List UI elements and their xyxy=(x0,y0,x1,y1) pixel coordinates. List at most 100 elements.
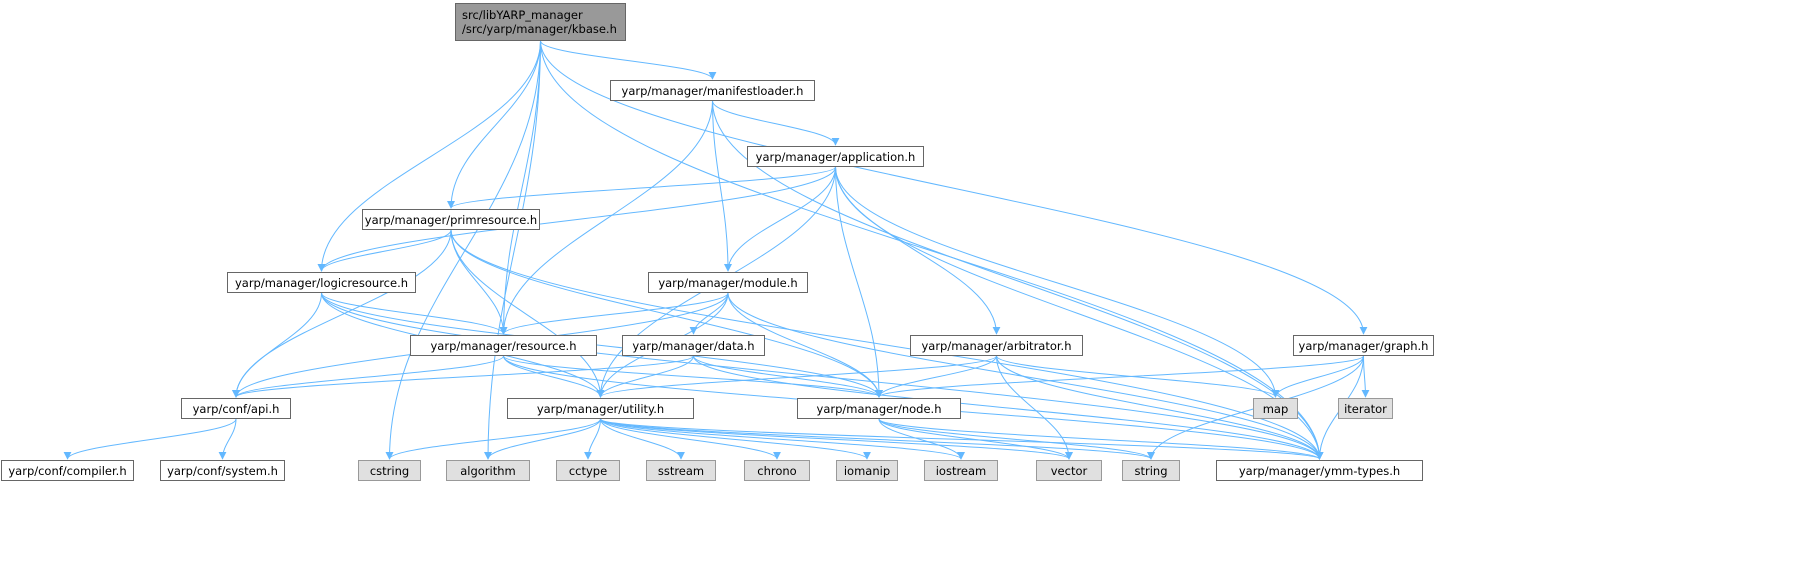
node-label: yarp/conf/compiler.h xyxy=(8,463,127,478)
graph-node-system[interactable]: yarp/conf/system.h xyxy=(160,460,285,481)
edge-data-to-node xyxy=(693,355,883,398)
edge-data-to-api xyxy=(232,355,694,398)
node-label: cstring xyxy=(369,463,410,478)
node-label: yarp/manager/logicresource.h xyxy=(234,275,409,290)
graph-node-graph[interactable]: yarp/manager/graph.h xyxy=(1293,335,1434,356)
graph-node-module[interactable]: yarp/manager/module.h xyxy=(648,272,808,293)
edge-graph-to-node xyxy=(875,355,1364,398)
edge-utility-to-sstream xyxy=(600,418,685,460)
edge-resource-to-api xyxy=(232,355,504,398)
edge-logicresource-to-ymm xyxy=(321,292,1324,460)
node-label: yarp/manager/arbitrator.h xyxy=(921,338,1072,353)
edge-module-to-node xyxy=(727,292,883,398)
edge-application-to-module xyxy=(724,166,836,272)
edge-arbitrator-to-utility xyxy=(596,355,997,398)
graph-node-vector[interactable]: vector xyxy=(1036,460,1102,481)
graph-node-ymm[interactable]: yarp/manager/ymm-types.h xyxy=(1216,460,1423,481)
graph-node-manifestloader[interactable]: yarp/manager/manifestloader.h xyxy=(610,80,815,101)
edge-arbitrator-to-ymm xyxy=(996,355,1324,460)
edge-node-to-ymm xyxy=(878,418,1324,460)
edge-primresource-to-logicresource xyxy=(317,229,452,272)
edge-utility-to-cctype xyxy=(584,418,601,460)
node-label: yarp/manager/manifestloader.h xyxy=(621,83,804,98)
edge-kbase-to-ymm xyxy=(540,40,1324,460)
edge-primresource-to-utility xyxy=(450,229,605,398)
edge-logicresource-to-resource xyxy=(321,292,508,335)
graph-node-utility[interactable]: yarp/manager/utility.h xyxy=(507,398,694,419)
edge-utility-to-ymm xyxy=(600,418,1324,460)
edge-api-to-system xyxy=(218,418,237,460)
edge-utility-to-string xyxy=(600,418,1155,460)
graph-node-chrono[interactable]: chrono xyxy=(744,460,810,481)
edge-logicresource-to-api xyxy=(232,292,322,398)
edge-kbase-to-algorithm xyxy=(484,40,541,460)
graph-node-application[interactable]: yarp/manager/application.h xyxy=(747,146,924,167)
edge-utility-to-vector xyxy=(600,418,1073,460)
graph-node-resource[interactable]: yarp/manager/resource.h xyxy=(410,335,597,356)
edge-kbase-to-resource xyxy=(499,40,541,335)
node-label: cctype xyxy=(568,463,608,478)
node-label: iomanip xyxy=(843,463,891,478)
node-label: algorithm xyxy=(460,463,516,478)
node-label: yarp/manager/ymm-types.h xyxy=(1238,463,1401,478)
edge-kbase-to-logicresource xyxy=(317,40,541,272)
graph-node-string[interactable]: string xyxy=(1122,460,1180,481)
graph-node-node[interactable]: yarp/manager/node.h xyxy=(797,398,961,419)
edge-api-to-compiler xyxy=(63,418,237,460)
graph-node-compiler[interactable]: yarp/conf/compiler.h xyxy=(1,460,134,481)
edge-utility-to-chrono xyxy=(600,418,781,460)
edge-application-to-logicresource xyxy=(317,166,836,272)
graph-node-iomanip[interactable]: iomanip xyxy=(836,460,898,481)
graph-node-kbase: src/libYARP_manager/src/yarp/manager/kba… xyxy=(455,3,626,41)
edge-utility-to-algorithm xyxy=(484,418,601,460)
node-label: yarp/manager/application.h xyxy=(755,149,916,164)
graph-node-primresource[interactable]: yarp/manager/primresource.h xyxy=(362,209,540,230)
edge-primresource-to-ymm xyxy=(450,229,1324,460)
node-label: yarp/manager/graph.h xyxy=(1298,338,1429,353)
edge-kbase-to-graph xyxy=(540,40,1368,335)
edge-utility-to-cstring xyxy=(385,418,601,460)
edge-arbitrator-to-map xyxy=(996,355,1280,398)
edge-utility-to-iostream xyxy=(600,418,965,460)
graph-node-algorithm[interactable]: algorithm xyxy=(446,460,530,481)
edge-node-to-vector xyxy=(878,418,1073,460)
edge-logicresource-to-node xyxy=(321,292,883,398)
graph-node-iostream[interactable]: iostream xyxy=(924,460,998,481)
edge-arbitrator-to-vector xyxy=(996,355,1073,460)
edge-primresource-to-node xyxy=(450,229,883,398)
node-label: src/libYARP_manager xyxy=(462,8,583,22)
node-label: string xyxy=(1134,463,1168,478)
node-label: yarp/conf/system.h xyxy=(167,463,278,478)
graph-node-logicresource[interactable]: yarp/manager/logicresource.h xyxy=(227,272,416,293)
edge-manifestloader-to-module xyxy=(712,100,732,272)
graph-node-api[interactable]: yarp/conf/api.h xyxy=(181,398,291,419)
edge-resource-to-node xyxy=(503,355,883,398)
node-label: yarp/manager/node.h xyxy=(816,401,942,416)
node-label: yarp/manager/utility.h xyxy=(536,401,665,416)
node-label: iostream xyxy=(935,463,987,478)
node-label: iterator xyxy=(1344,401,1387,416)
node-label: yarp/manager/data.h xyxy=(632,338,755,353)
graph-node-iterator[interactable]: iterator xyxy=(1338,398,1393,419)
node-label: chrono xyxy=(757,463,797,478)
edge-manifestloader-to-resource xyxy=(499,100,713,335)
edge-application-to-node xyxy=(835,166,883,398)
edge-graph-to-map xyxy=(1271,355,1364,398)
graph-node-cctype[interactable]: cctype xyxy=(556,460,620,481)
graph-node-cstring[interactable]: cstring xyxy=(358,460,421,481)
edge-manifestloader-to-application xyxy=(712,100,840,146)
edge-module-to-resource xyxy=(499,292,729,335)
node-label: yarp/conf/api.h xyxy=(192,401,280,416)
node-label: yarp/manager/module.h xyxy=(658,275,798,290)
edge-application-to-primresource xyxy=(447,166,836,209)
graph-node-sstream[interactable]: sstream xyxy=(646,460,716,481)
edge-application-to-map xyxy=(835,166,1280,398)
node-label: sstream xyxy=(657,463,705,478)
graph-node-map[interactable]: map xyxy=(1253,398,1298,419)
node-label: yarp/manager/resource.h xyxy=(430,338,577,353)
edge-data-to-ymm xyxy=(693,355,1324,460)
edge-utility-to-iomanip xyxy=(600,418,871,460)
graph-node-data[interactable]: yarp/manager/data.h xyxy=(622,335,765,356)
graph-node-arbitrator[interactable]: yarp/manager/arbitrator.h xyxy=(910,335,1083,356)
